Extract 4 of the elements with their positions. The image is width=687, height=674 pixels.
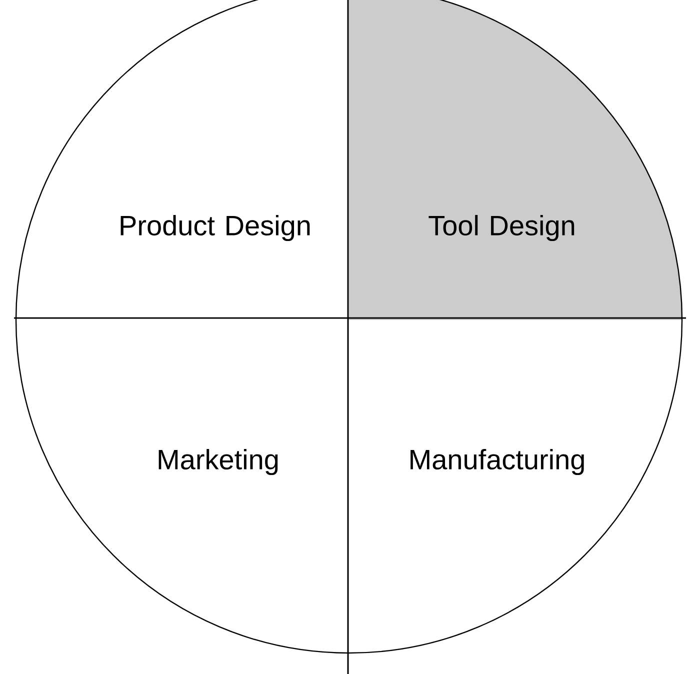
quadrant: Manufacturing [410, 448, 584, 476]
quadrant: Product Design [120, 214, 310, 242]
quadrant: Marketing [158, 448, 278, 476]
quadrant: Tool Design [349, 0, 682, 320]
